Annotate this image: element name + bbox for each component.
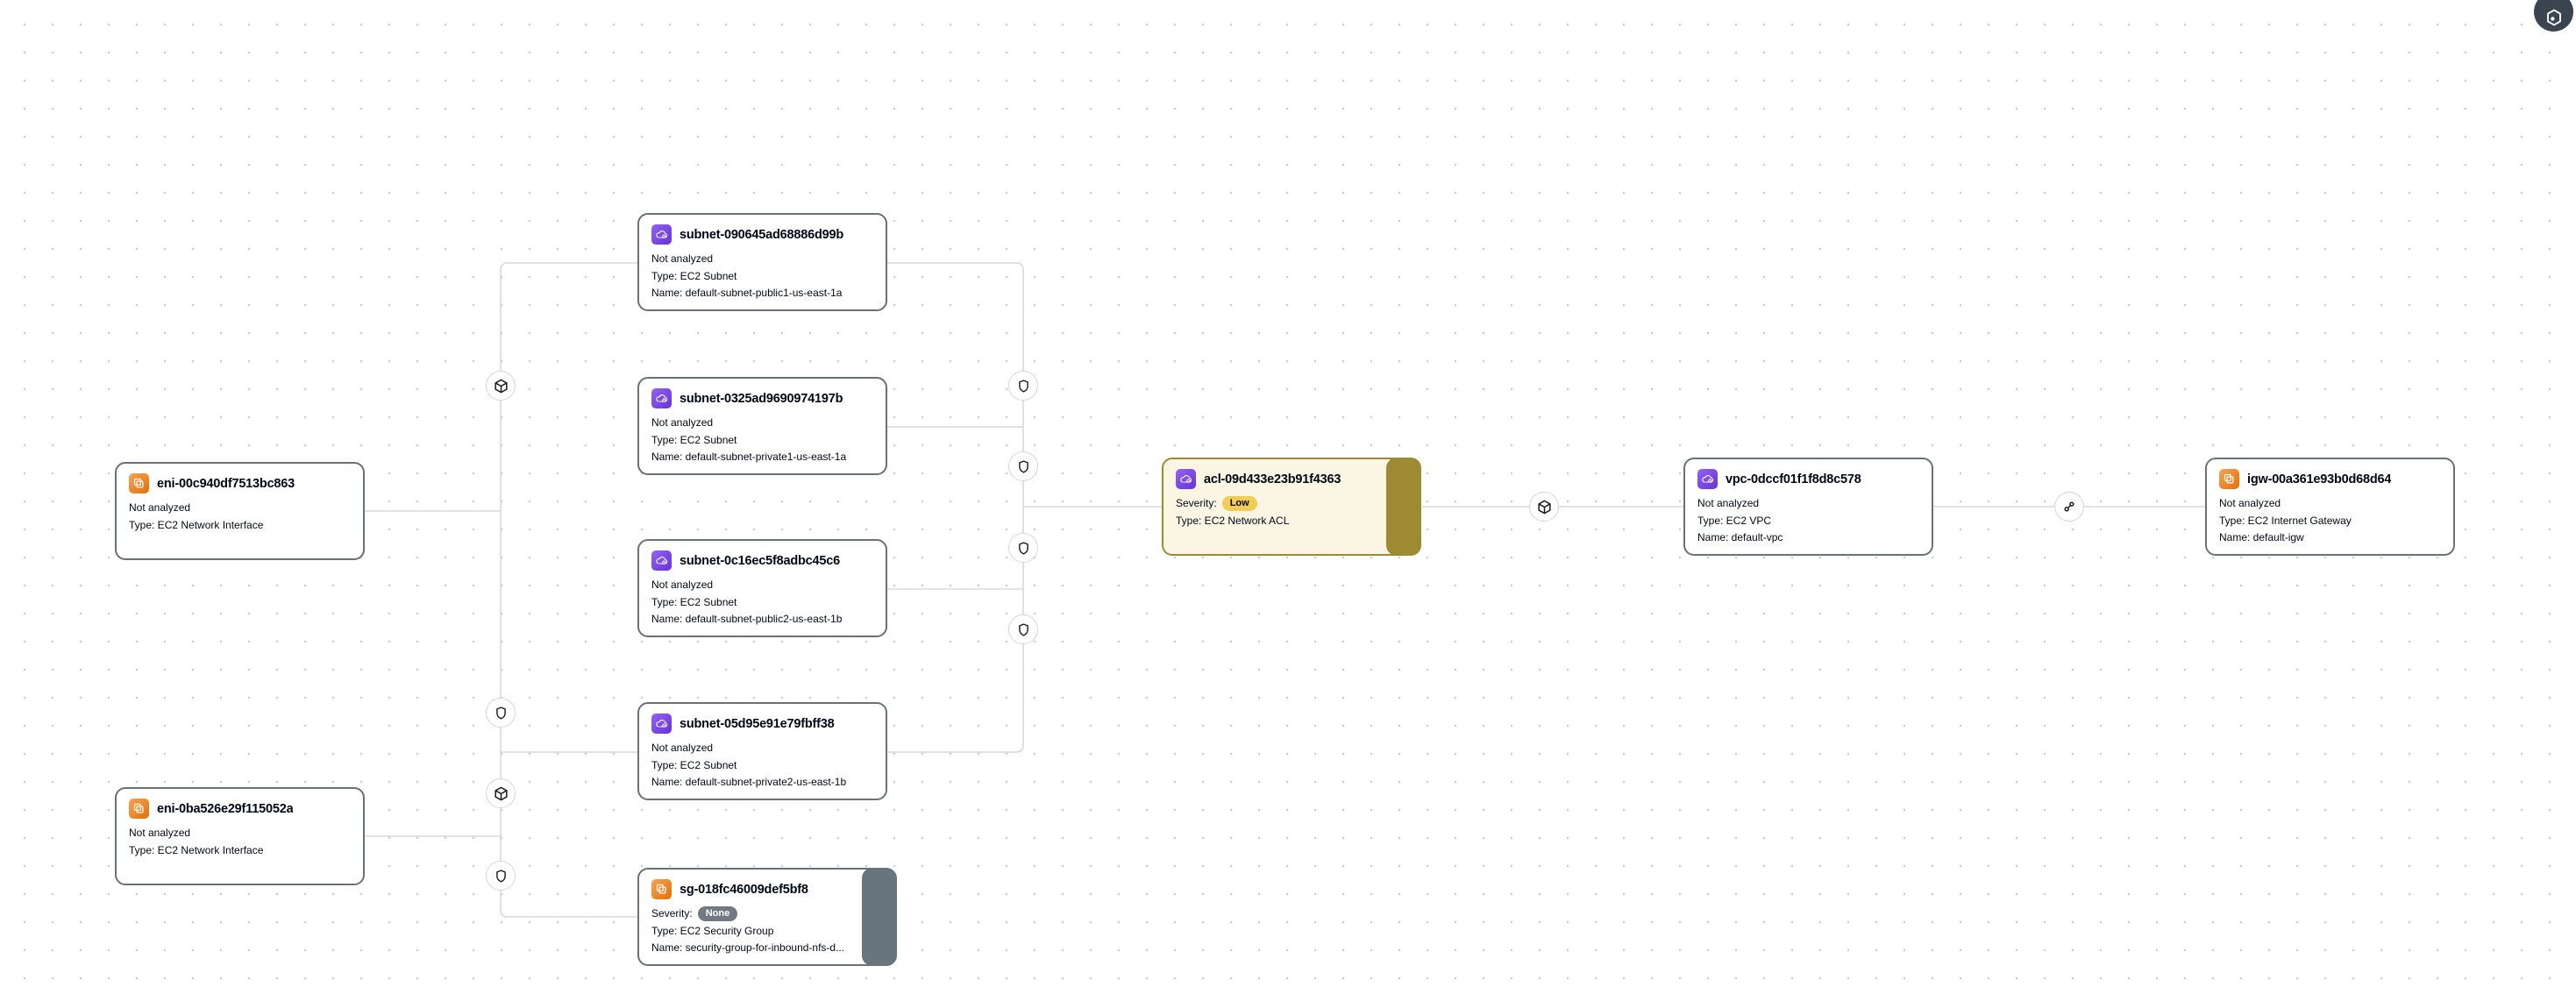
node-status: Not analyzed [2219,497,2281,509]
ec2-subnet-icon [651,550,672,571]
node-type: Type: EC2 Network Interface [129,518,264,531]
node-card-igw-00a361e93b0d68d64[interactable]: igw-00a361e93b0d68d64 Not analyzed Type:… [2205,458,2455,556]
node-title: subnet-05d95e91e79fbff38 [680,716,835,731]
node-name: Name: default-subnet-public1-us-east-1a [651,287,843,299]
node-type: Type: EC2 Security Group [651,924,774,937]
node-status: Not analyzed [651,742,714,754]
node-type: Type: EC2 Internet Gateway [2219,514,2352,527]
node-status: Not analyzed [129,827,191,839]
node-type: Type: EC2 Network ACL [1176,514,1290,527]
graph-settings-button[interactable] [2534,0,2573,32]
connector-cube-icon[interactable] [486,778,516,808]
node-type: Type: EC2 Subnet [651,595,737,608]
node-name: Name: default-subnet-private1-us-east-1a [651,451,847,463]
connector-shield-icon[interactable] [1008,371,1038,401]
node-card-eni-0ba526e29f115052a[interactable]: eni-0ba526e29f115052a Not analyzed Type:… [115,787,365,885]
node-name: Name: default-vpc [1697,531,1783,543]
node-name: Name: default-subnet-public2-us-east-1b [651,613,843,625]
node-status: Not analyzed [651,252,714,265]
node-title: igw-00a361e93b0d68d64 [2247,472,2392,486]
node-type: Type: EC2 Subnet [651,433,737,446]
node-status: Not analyzed [1697,497,1760,509]
node-status: Not analyzed [651,579,714,591]
node-type: Type: EC2 VPC [1697,514,1772,527]
ec2-network-interface-icon [129,473,149,494]
node-name: Name: security-group-for-inbound-nfs-d..… [651,941,845,954]
ec2-subnet-icon [651,224,672,245]
node-card-subnet-0325ad9690974197b[interactable]: subnet-0325ad9690974197b Not analyzed Ty… [637,377,887,475]
node-card-subnet-090645ad68886d99b[interactable]: subnet-090645ad68886d99b Not analyzed Ty… [637,213,887,311]
connector-cube-icon[interactable] [1529,492,1559,522]
connector-shield-icon[interactable] [486,698,516,728]
ec2-security-group-icon [651,879,672,899]
node-title: acl-09d433e23b91f4363 [1204,472,1341,486]
node-card-acl-09d433e23b91f4363[interactable]: acl-09d433e23b91f4363 Severity: Low Type… [1162,458,1421,556]
node-card-subnet-0c16ec5f8adbc45c6[interactable]: subnet-0c16ec5f8adbc45c6 Not analyzed Ty… [637,539,887,637]
connector-cube-icon[interactable] [486,371,516,401]
connector-link-icon[interactable] [2054,492,2084,522]
node-title: vpc-0dccf01f1f8d8c578 [1726,472,1861,486]
node-type: Type: EC2 Network Interface [129,843,264,856]
ec2-subnet-icon [651,714,672,734]
node-title: eni-00c940df7513bc863 [157,476,295,491]
node-type: Type: EC2 Subnet [651,269,737,282]
node-name: Name: default-igw [2219,531,2304,543]
ec2-vpc-icon [1697,469,1718,489]
ec2-internet-gateway-icon [2219,469,2239,489]
connector-shield-icon[interactable] [1008,614,1038,644]
severity-label: Severity: [1176,497,1217,509]
ec2-network-interface-icon [129,799,149,819]
node-status: Not analyzed [129,501,191,514]
connector-shield-icon[interactable] [486,861,516,891]
node-title: sg-018fc46009def5bf8 [680,882,808,897]
node-title: eni-0ba526e29f115052a [157,801,294,816]
severity-badge-none: None [697,906,738,922]
connector-shield-icon[interactable] [1008,533,1038,563]
node-card-sg-018fc46009def5bf8[interactable]: sg-018fc46009def5bf8 Severity: None Type… [637,868,897,966]
ec2-subnet-icon [651,388,672,408]
node-type: Type: EC2 Subnet [651,758,737,771]
hexagon-node-icon [2546,9,2561,26]
node-status: Not analyzed [651,416,714,429]
ec2-network-acl-icon [1176,469,1196,489]
node-title: subnet-090645ad68886d99b [680,227,844,242]
connector-shield-icon[interactable] [1008,451,1038,481]
node-name: Name: default-subnet-private2-us-east-1b [651,776,847,788]
node-card-subnet-05d95e91e79fbff38[interactable]: subnet-05d95e91e79fbff38 Not analyzed Ty… [637,702,887,800]
severity-label: Severity: [651,907,693,920]
node-card-vpc-0dccf01f1f8d8c578[interactable]: vpc-0dccf01f1f8d8c578 Not analyzed Type:… [1683,458,1933,556]
node-title: subnet-0325ad9690974197b [680,391,843,406]
severity-badge-low: Low [1221,496,1257,512]
node-title: subnet-0c16ec5f8adbc45c6 [680,553,840,568]
node-card-eni-00c940df7513bc863[interactable]: eni-00c940df7513bc863 Not analyzed Type:… [115,462,365,560]
